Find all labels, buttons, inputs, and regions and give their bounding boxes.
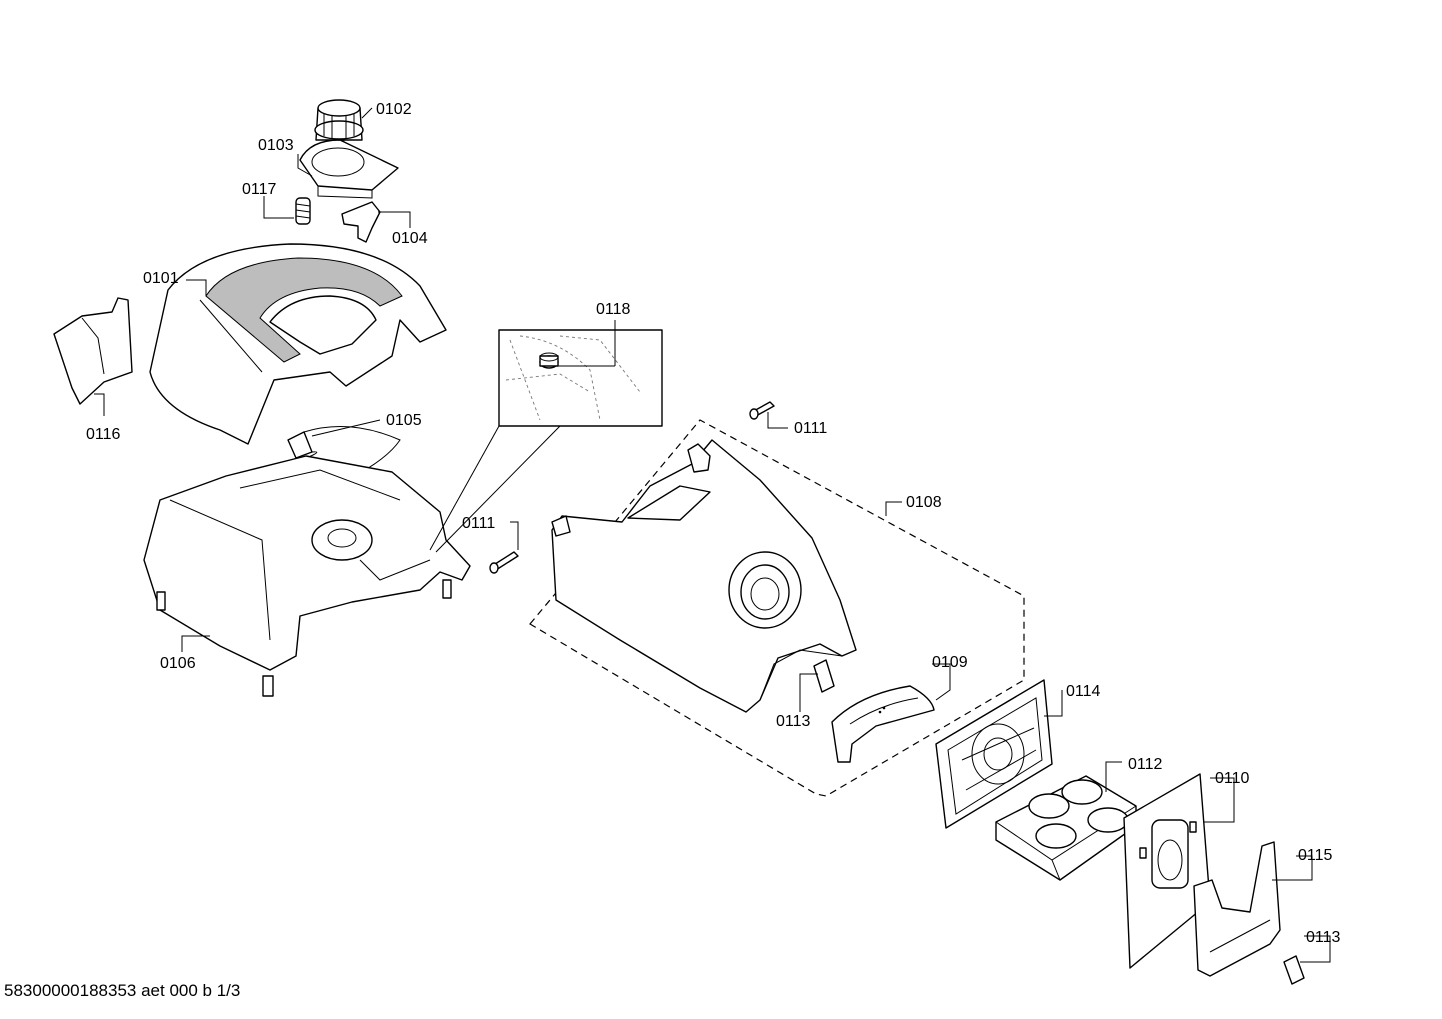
label-0116: 0116 xyxy=(86,426,121,443)
part-0109-handle[interactable] xyxy=(831,685,935,763)
part-0116-side-bracket[interactable] xyxy=(53,297,133,405)
label-0104: 0104 xyxy=(392,230,428,247)
label-0115: 0115 xyxy=(1298,847,1333,864)
label-0106: 0106 xyxy=(160,655,196,672)
leader-lines xyxy=(94,107,1331,963)
label-0103: 0103 xyxy=(258,137,294,154)
part-0103-plate[interactable] xyxy=(299,139,399,199)
label-0112: 0112 xyxy=(1128,756,1163,773)
part-0108-assembly-outline xyxy=(529,419,1025,797)
label-0109: 0109 xyxy=(932,654,968,671)
label-0111-upper: 0111 xyxy=(794,420,827,437)
detail-box-0118 xyxy=(498,320,663,427)
part-0104-latch[interactable] xyxy=(341,201,381,243)
part-0101-top-cover[interactable] xyxy=(149,243,447,445)
document-id-footer: 58300000188353 aet 000 b 1/3 xyxy=(4,981,241,1000)
part-0111-screw-lower[interactable] xyxy=(489,551,519,574)
part-0117-spring[interactable] xyxy=(295,197,311,225)
detail-pointer-line-1 xyxy=(429,425,500,551)
part-0111-screw-upper[interactable] xyxy=(749,401,775,420)
label-0113-upper: 0113 xyxy=(776,713,811,730)
label-0108: 0108 xyxy=(906,494,942,511)
part-0115-bag-holder[interactable] xyxy=(1193,841,1281,977)
part-labels: 0102 0103 0117 0104 0101 0118 0105 0111 … xyxy=(86,101,1341,946)
label-0102: 0102 xyxy=(376,101,412,118)
label-0105: 0105 xyxy=(386,412,422,429)
label-0113-lower: 0113 xyxy=(1306,929,1341,946)
label-0110: 0110 xyxy=(1215,770,1250,787)
part-0112-filter-tray[interactable] xyxy=(995,775,1137,881)
label-0114: 0114 xyxy=(1066,683,1101,700)
label-0117: 0117 xyxy=(242,181,277,198)
label-0101: 0101 xyxy=(143,270,179,287)
part-0102-knob[interactable] xyxy=(314,99,364,161)
detail-pointer-line-2 xyxy=(435,425,561,553)
part-0114-filter-frame[interactable] xyxy=(935,679,1053,829)
part-0113-clip-lower[interactable] xyxy=(1283,955,1305,985)
label-0118: 0118 xyxy=(596,301,631,318)
label-0111-lower: 0111 xyxy=(462,515,495,532)
part-0110-dust-bag[interactable] xyxy=(1123,773,1211,969)
main-body-housing[interactable] xyxy=(551,439,857,713)
part-0113-clip-upper[interactable] xyxy=(813,659,835,693)
part-0106-motor-housing[interactable] xyxy=(143,455,471,697)
